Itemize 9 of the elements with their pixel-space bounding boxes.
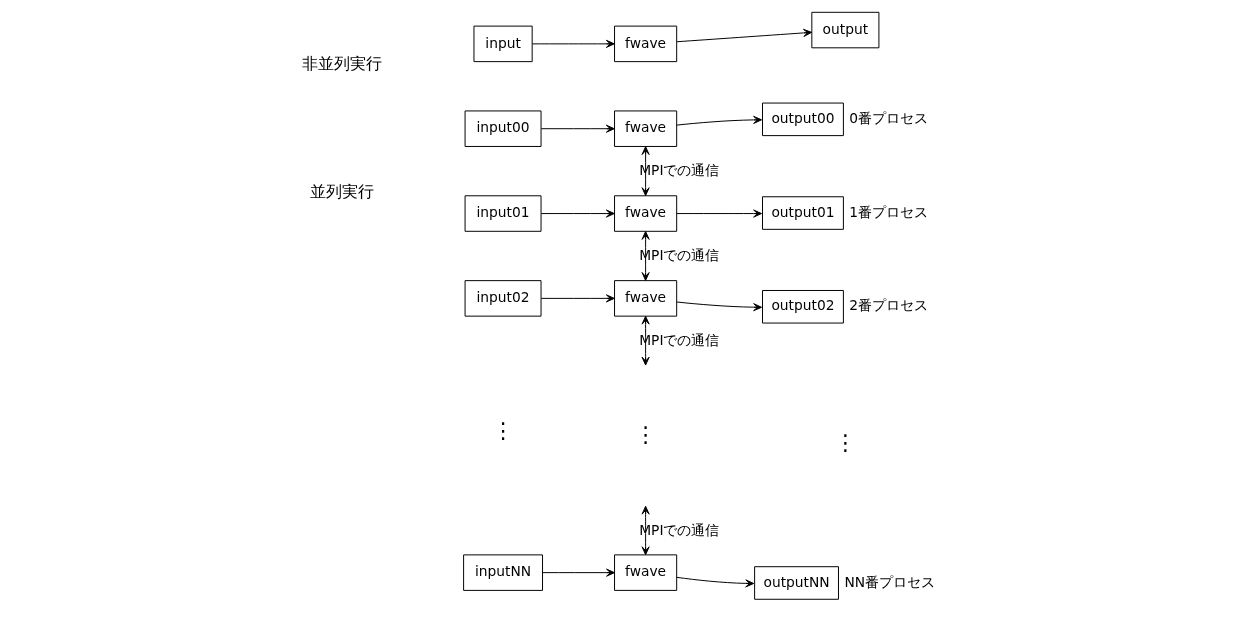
node-label: 1番プロセス	[849, 203, 929, 220]
label: 並列実行	[309, 181, 374, 201]
label: ⋮	[834, 429, 857, 455]
label: 非並列実行	[301, 54, 382, 74]
node-label: 0番プロセス	[849, 109, 929, 126]
label: ⋮	[634, 422, 657, 448]
node-label: 2番プロセス	[849, 297, 929, 314]
label: ⋮	[492, 418, 514, 444]
node-label: NN番プロセス	[844, 573, 936, 590]
